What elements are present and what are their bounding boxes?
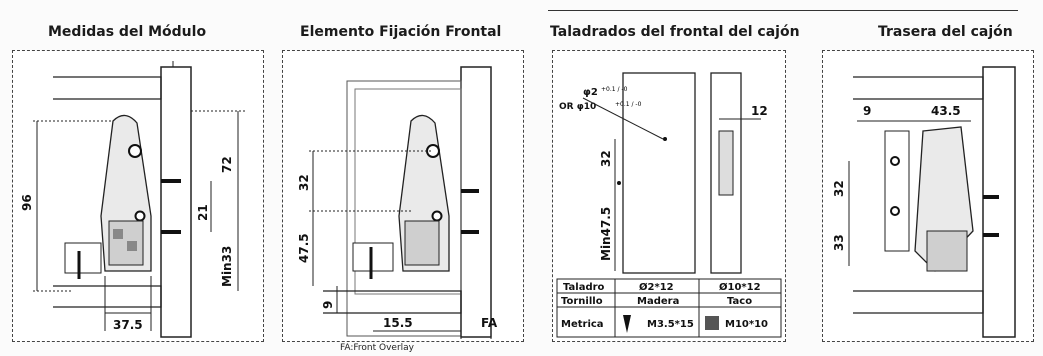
hole-tolerance: +0.1 / -0 bbox=[601, 86, 628, 93]
table-cell: Ø10*12 bbox=[719, 281, 761, 293]
dowel-icon bbox=[705, 316, 719, 330]
drawer-front-panel bbox=[622, 72, 696, 274]
diagram-front-drilling: 12 φ2 +0.1 / -0 OR φ10 +0.1 / -0 32 Min4… bbox=[556, 72, 782, 338]
hole-or-tolerance: +0.1 / -0 bbox=[615, 101, 642, 108]
wood-screw-icon bbox=[623, 315, 631, 333]
dim-96: 96 bbox=[20, 194, 34, 211]
dim-72: 72 bbox=[220, 156, 234, 173]
dim-fa: FA bbox=[481, 316, 498, 330]
panel-title-module-dimensions: Medidas del Módulo bbox=[48, 24, 207, 40]
dim-min47-5: Min47.5 bbox=[599, 207, 613, 261]
dim-min33: Min33 bbox=[220, 246, 234, 287]
panel-drawer-back: 9 43.5 32 33 bbox=[822, 50, 1034, 342]
table-cell: Tornillo bbox=[561, 296, 603, 307]
panel-front-drilling: 12 φ2 +0.1 / -0 OR φ10 +0.1 / -0 32 Min4… bbox=[552, 50, 786, 342]
dim-21: 21 bbox=[196, 204, 210, 221]
dim-32: 32 bbox=[832, 180, 846, 197]
dim-9: 9 bbox=[321, 301, 335, 309]
top-rule bbox=[548, 0, 1018, 11]
dim-33: 33 bbox=[832, 234, 846, 251]
panel-title-front-drilling: Taladrados del frontal del cajón bbox=[550, 24, 800, 40]
dim-32: 32 bbox=[297, 174, 311, 191]
front-overlay-note: FA:Front Overlay bbox=[340, 343, 414, 353]
hole-diameter-10: OR φ10 bbox=[559, 102, 596, 112]
dim-37-5: 37.5 bbox=[113, 318, 143, 332]
table-cell: Ø2*12 bbox=[639, 281, 674, 293]
dim-9: 9 bbox=[863, 104, 871, 118]
panel-front-fixing: 32 47.5 9 15.5 FA bbox=[282, 50, 524, 342]
dim-12: 12 bbox=[751, 104, 768, 118]
cabinet-side-panel bbox=[160, 66, 192, 338]
panel-title-drawer-back: Trasera del cajón bbox=[878, 24, 1013, 40]
dim-32: 32 bbox=[599, 150, 613, 167]
table-cell: M3.5*15 bbox=[647, 319, 694, 330]
table-cell: Madera bbox=[637, 296, 679, 307]
panel-module-dimensions: 96 72 21 Min33 37.5 bbox=[12, 50, 264, 342]
dim-43-5: 43.5 bbox=[931, 104, 961, 118]
hole-diameter-2: φ2 bbox=[583, 87, 598, 98]
diagram-front-fixing: 32 47.5 9 15.5 FA bbox=[297, 66, 498, 339]
dim-15-5: 15.5 bbox=[383, 316, 413, 330]
drilling-spec-table bbox=[556, 278, 782, 338]
table-cell: Metrica bbox=[561, 319, 604, 330]
panel-title-front-fixing: Elemento Fijación Frontal bbox=[300, 24, 502, 40]
table-cell: Taco bbox=[727, 296, 752, 307]
diagram-drawer-back: 9 43.5 32 33 bbox=[832, 66, 1016, 338]
diagram-module-dimensions: 96 72 21 Min33 37.5 bbox=[20, 61, 245, 338]
table-cell: M10*10 bbox=[725, 319, 768, 330]
dim-47-5: 47.5 bbox=[297, 233, 311, 263]
table-cell: Taladro bbox=[563, 282, 605, 293]
